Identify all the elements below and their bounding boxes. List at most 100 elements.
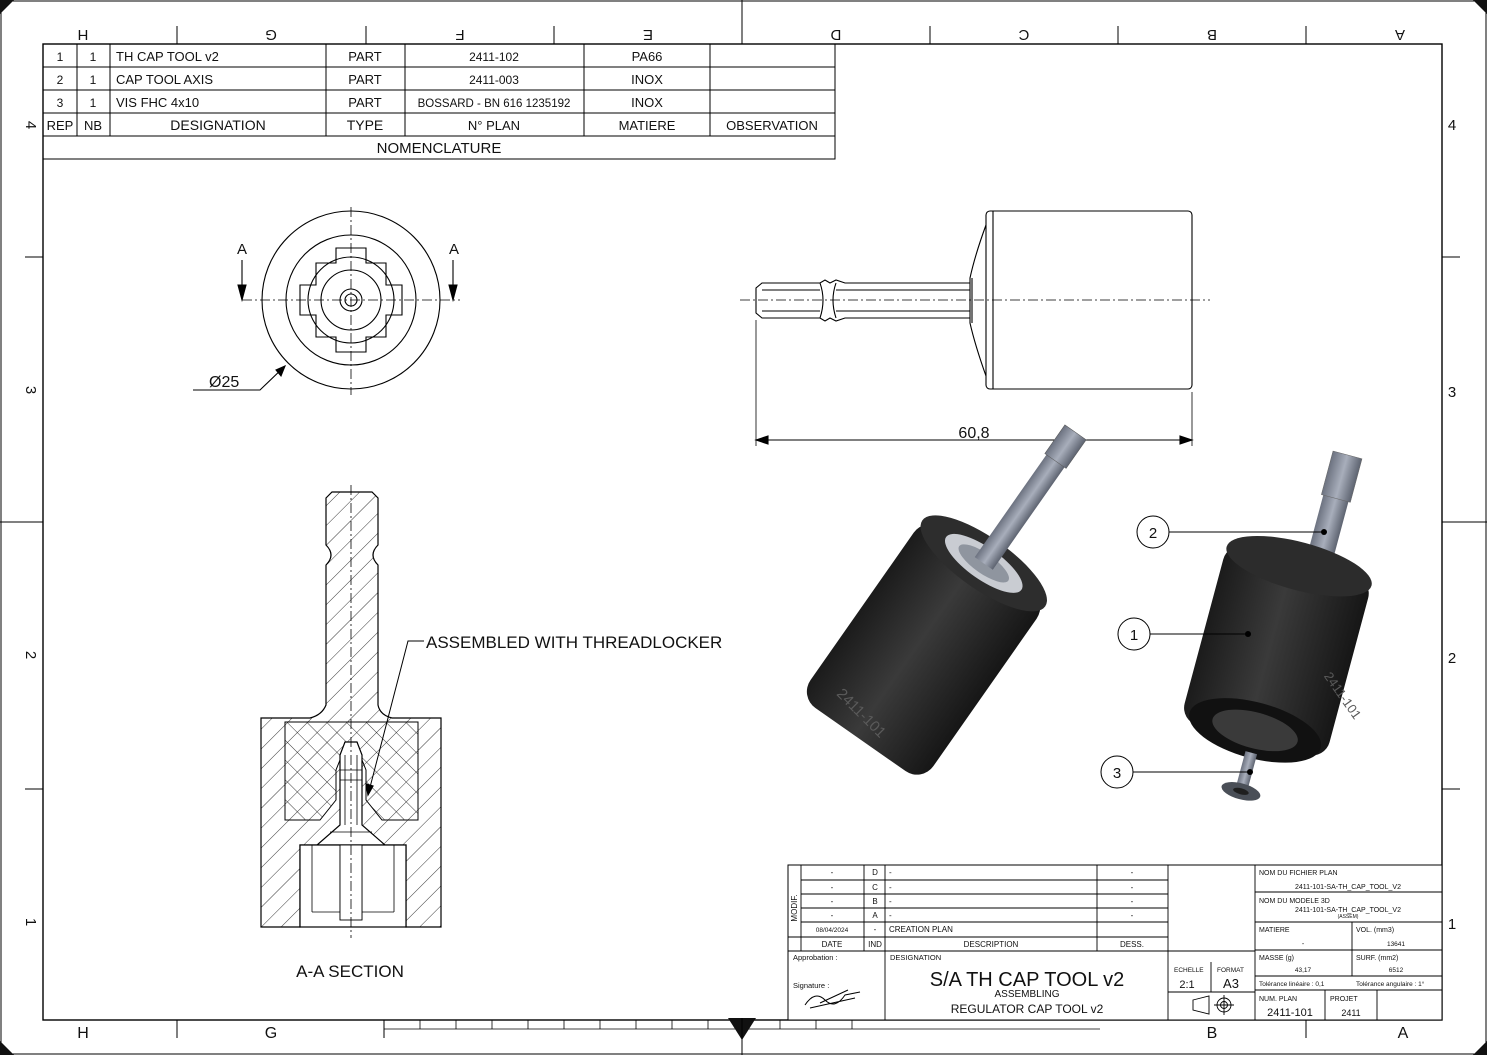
rev-date: - [831, 897, 834, 906]
threadlocker-note: ASSEMBLED WITH THREADLOCKER [426, 633, 722, 652]
matiere-label: MATIERE [1259, 927, 1290, 934]
drawing-title: S/A TH CAP TOOL v2 [930, 969, 1125, 991]
grid-row-label: 3 [22, 386, 39, 394]
rev-dess: - [1131, 897, 1134, 906]
grid-col-label: E [643, 26, 653, 43]
iso-view-assembled: 2411-101 [806, 424, 1087, 775]
bom-header: MATIERE [619, 118, 676, 133]
bom-header: NB [84, 118, 102, 133]
rev-header-ind: IND [868, 940, 882, 949]
bom-cell: PART [348, 95, 382, 110]
surf-label: SURF. (mm2) [1356, 955, 1398, 962]
bom-cell: 2411-003 [469, 73, 519, 87]
model-label: NOM DU MODELE 3D [1259, 898, 1330, 905]
grid-col-label: D [830, 26, 841, 43]
vol-value: 13641 [1387, 941, 1405, 948]
echelle-value: 2:1 [1179, 979, 1194, 991]
bom-cell: CAP TOOL AXIS [116, 72, 213, 87]
section-marker-left: A [237, 241, 247, 258]
grid-col-label: H [78, 26, 89, 43]
bom-cell: PART [348, 72, 382, 87]
signature-label: Signature : [793, 981, 829, 990]
bom-cell: INOX [631, 95, 663, 110]
grid-right-labels: 4 3 2 1 [1448, 117, 1456, 933]
grid-col-label: B [1207, 1025, 1218, 1042]
bom-cell: PA66 [632, 49, 663, 64]
grid-col-label: G [265, 26, 277, 43]
projection-symbol-icon [1192, 995, 1234, 1015]
grid-col-label: C [1018, 26, 1029, 43]
grid-row-label: 1 [22, 918, 39, 926]
rev-ind: C [872, 883, 878, 892]
rev-ind: A [872, 911, 878, 920]
bom-cell: TH CAP TOOL v2 [116, 49, 219, 64]
grid-top-labels: H G F E D C B A [78, 26, 1405, 43]
modif-label: MODIF. [790, 894, 799, 921]
rev-ind: B [872, 897, 877, 906]
grid-row-label: 2 [22, 651, 39, 659]
grid-col-label: A [1398, 1025, 1409, 1042]
bom-cell: 1 [90, 96, 97, 110]
bom-title: NOMENCLATURE [377, 140, 502, 157]
rev-date: - [831, 911, 834, 920]
model-value: 2411-101-SA-TH_CAP_TOOL_V2 [1295, 907, 1401, 914]
matiere-value: - [1302, 941, 1305, 948]
bom-header: TYPE [347, 117, 384, 133]
section-view [260, 485, 442, 938]
bom-cell: 3 [57, 96, 64, 110]
end-view [193, 207, 460, 395]
bom-header: DESIGNATION [170, 117, 265, 133]
projet-label: PROJET [1330, 996, 1358, 1003]
bom-cell: 1 [57, 50, 64, 64]
format-label: FORMAT [1217, 967, 1244, 974]
grid-bottom-labels: H G B A [77, 1025, 1408, 1042]
grid-row-label: 2 [1448, 650, 1456, 667]
grid-row-label: 1 [1448, 916, 1456, 933]
projet-value: 2411 [1341, 1008, 1360, 1018]
surf-value: 6512 [1389, 967, 1404, 974]
num-plan-value: 2411-101 [1267, 1007, 1313, 1019]
tolerance-angular: Tolérance angulaire : 1° [1356, 980, 1425, 988]
rev-header-dess: DESS. [1120, 940, 1144, 949]
tolerance-linear: Tolérance linéaire : 0,1 [1259, 981, 1325, 988]
drawing-subtitle-2: REGULATOR CAP TOOL v2 [951, 1002, 1104, 1016]
num-plan-label: NUM. PLAN [1259, 996, 1297, 1003]
bom-header: OBSERVATION [726, 118, 818, 133]
bom-cell: 2 [57, 73, 64, 87]
bom-cell: 1 [90, 73, 97, 87]
section-marker-right: A [449, 241, 459, 258]
grid-col-label: G [265, 1025, 277, 1042]
format-value: A3 [1223, 976, 1239, 991]
grid-col-label: H [77, 1025, 89, 1042]
rev-dess: - [1131, 868, 1134, 877]
rev-ind: - [874, 925, 877, 934]
bom-cell: VIS FHC 4x10 [116, 95, 199, 110]
grid-left-labels: 4 3 2 1 [22, 121, 39, 926]
length-dimension: 60,8 [958, 425, 989, 442]
rev-desc: CREATION PLAN [889, 925, 953, 934]
rev-desc: - [889, 911, 892, 920]
drawing-subtitle-1: ASSEMBLING [994, 989, 1059, 1000]
balloon-1: 1 [1130, 627, 1138, 644]
rev-header-date: DATE [822, 940, 843, 949]
bom-cell: PART [348, 49, 382, 64]
rev-header-desc: DESCRIPTION [964, 940, 1019, 949]
grid-row-label: 4 [22, 121, 39, 129]
grid-col-label: F [455, 26, 464, 43]
grid-col-label: A [1395, 26, 1405, 43]
diameter-dimension: Ø25 [209, 374, 239, 391]
title-block: MODIF. - D - - - C - - - B - - - A - - 0… [787, 864, 1443, 1021]
rev-desc: - [889, 868, 892, 877]
bom-cell: INOX [631, 72, 663, 87]
file-label: NOM DU FICHIER PLAN [1259, 870, 1338, 877]
echelle-label: ECHELLE [1174, 967, 1204, 974]
model-sub: (ASSEM) [1338, 914, 1359, 920]
designation-label: DESIGNATION [890, 953, 941, 962]
bom-cell: 2411-102 [469, 50, 519, 64]
rev-dess: - [1131, 911, 1134, 920]
grid-row-label: 4 [1448, 117, 1456, 134]
bom-cell: BOSSARD - BN 616 1235192 [418, 98, 571, 110]
grid-col-label: B [1207, 26, 1217, 43]
vol-label: VOL. (mm3) [1356, 927, 1394, 934]
rev-dess: - [1131, 883, 1134, 892]
